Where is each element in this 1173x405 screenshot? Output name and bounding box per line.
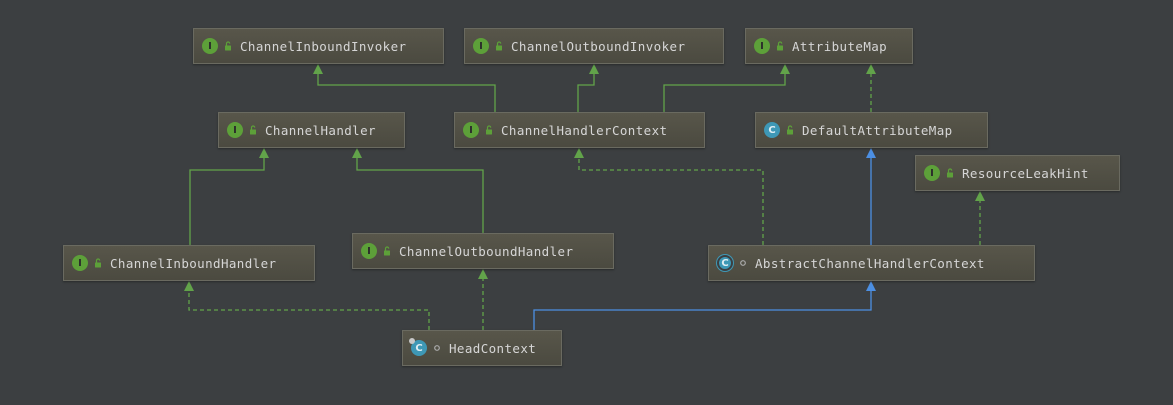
arrowhead-icon xyxy=(184,281,194,291)
arrowhead-icon xyxy=(975,191,985,201)
interface-badge-icon: I xyxy=(754,38,770,54)
arrowhead-icon xyxy=(780,64,790,74)
edge-channel-handler-context-to-channel-inbound-invoker xyxy=(313,64,496,112)
edge-abstract-channel-handler-context-to-resource-leak-hint xyxy=(975,191,985,245)
class-badge-icon: C xyxy=(409,338,427,356)
arrowhead-icon xyxy=(313,64,323,74)
channel-handler-context-node[interactable]: I ChannelHandlerContext xyxy=(454,112,705,148)
arrowhead-icon xyxy=(866,281,876,291)
arrowhead-icon xyxy=(574,148,584,158)
edge-head-context-to-abstract-channel-handler-context xyxy=(533,281,876,330)
head-context-label: HeadContext xyxy=(449,340,537,356)
arrowhead-icon xyxy=(866,148,876,158)
edge-head-context-to-channel-outbound-handler xyxy=(478,269,488,330)
unlocked-padlock-icon xyxy=(785,125,795,135)
channel-inbound-invoker-node[interactable]: I ChannelInboundInvoker xyxy=(193,28,444,64)
circle-icon xyxy=(738,258,748,268)
arrowhead-icon xyxy=(478,269,488,279)
interface-badge-icon: I xyxy=(473,38,489,54)
channel-handler-node[interactable]: I ChannelHandler xyxy=(218,112,405,148)
attribute-map-node[interactable]: I AttributeMap xyxy=(745,28,913,64)
channel-outbound-handler-node[interactable]: I ChannelOutboundHandler xyxy=(352,233,614,269)
edge-channel-inbound-handler-to-channel-handler xyxy=(189,148,269,245)
edge-channel-handler-context-to-channel-outbound-invoker xyxy=(577,64,599,112)
resource-leak-hint-node[interactable]: I ResourceLeakHint xyxy=(915,155,1120,191)
channel-outbound-invoker-node[interactable]: I ChannelOutboundInvoker xyxy=(464,28,724,64)
interface-badge-icon: I xyxy=(463,122,479,138)
class-badge-icon: C xyxy=(717,255,733,271)
edge-channel-handler-context-to-attribute-map xyxy=(663,64,790,112)
attribute-map-label: AttributeMap xyxy=(792,38,888,54)
abstract-channel-handler-context-label: AbstractChannelHandlerContext xyxy=(755,255,985,271)
channel-outbound-handler-label: ChannelOutboundHandler xyxy=(399,243,574,259)
edge-abstract-channel-handler-context-to-channel-handler-context xyxy=(574,148,764,245)
circle-icon xyxy=(432,343,442,353)
edge-channel-outbound-handler-to-channel-handler xyxy=(352,148,484,233)
edge-abstract-channel-handler-context-to-default-attribute-map xyxy=(866,148,876,245)
interface-badge-icon: I xyxy=(227,122,243,138)
interface-badge-icon: I xyxy=(72,255,88,271)
default-attribute-map-label: DefaultAttributeMap xyxy=(802,122,953,138)
unlocked-padlock-icon xyxy=(775,41,785,51)
interface-badge-icon: I xyxy=(202,38,218,54)
unlocked-padlock-icon xyxy=(382,246,392,256)
arrowhead-icon xyxy=(352,148,362,158)
resource-leak-hint-label: ResourceLeakHint xyxy=(962,165,1089,181)
default-attribute-map-node[interactable]: C DefaultAttributeMap xyxy=(755,112,988,148)
edge-default-attribute-map-to-attribute-map xyxy=(866,64,876,112)
unlocked-padlock-icon xyxy=(484,125,494,135)
arrowhead-icon xyxy=(866,64,876,74)
channel-handler-label: ChannelHandler xyxy=(265,122,376,138)
class-badge-icon: C xyxy=(764,122,780,138)
unlocked-padlock-icon xyxy=(494,41,504,51)
head-context-node[interactable]: C HeadContext xyxy=(402,330,562,366)
channel-handler-context-label: ChannelHandlerContext xyxy=(501,122,668,138)
abstract-channel-handler-context-node[interactable]: C AbstractChannelHandlerContext xyxy=(708,245,1035,281)
arrowhead-icon xyxy=(589,64,599,74)
channel-inbound-invoker-label: ChannelInboundInvoker xyxy=(240,38,407,54)
channel-inbound-handler-label: ChannelInboundHandler xyxy=(110,255,277,271)
unlocked-padlock-icon xyxy=(248,125,258,135)
interface-badge-icon: I xyxy=(361,243,377,259)
unlocked-padlock-icon xyxy=(223,41,233,51)
interface-badge-icon: I xyxy=(924,165,940,181)
edge-head-context-to-channel-inbound-handler xyxy=(184,281,430,330)
unlocked-padlock-icon xyxy=(93,258,103,268)
arrowhead-icon xyxy=(259,148,269,158)
channel-inbound-handler-node[interactable]: I ChannelInboundHandler xyxy=(63,245,315,281)
channel-outbound-invoker-label: ChannelOutboundInvoker xyxy=(511,38,686,54)
unlocked-padlock-icon xyxy=(945,168,955,178)
